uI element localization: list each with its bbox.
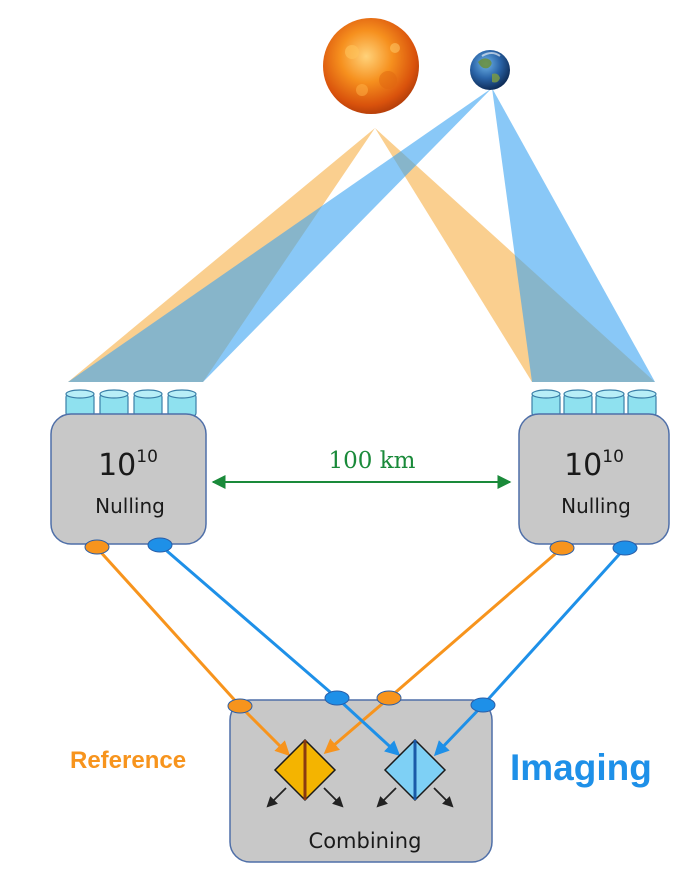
left-imaging-port: [147, 537, 173, 553]
telescope-icon: [167, 389, 197, 417]
telescope-icon: [595, 389, 625, 417]
imaging-output-right: [433, 787, 454, 808]
telescope-icon: [627, 389, 657, 417]
right-nulling-depth: 1010: [564, 447, 624, 483]
left-imaging-beam: [159, 543, 338, 700]
imaging-output-left: [376, 787, 397, 808]
combining-unit: Combining: [229, 699, 493, 863]
combiner-imaging-port-right: [470, 697, 496, 713]
right-imaging-beam: [481, 546, 627, 707]
reference-output-right: [323, 787, 344, 808]
baseline-label: 100 km: [329, 448, 416, 474]
combiner-reference-port-left: [227, 698, 253, 714]
telescope-icon: [531, 389, 561, 417]
telescope-icon: [563, 389, 593, 417]
light-cones: [68, 88, 655, 382]
left-depth-exponent: 10: [136, 447, 158, 467]
combining-label: Combining: [309, 829, 422, 853]
reference-beam-splitter: [266, 738, 344, 808]
right-imaging-feed: [433, 703, 485, 757]
planet-cone-right: [492, 88, 655, 382]
beam-paths: [95, 543, 627, 757]
reference-label: Reference: [70, 747, 186, 774]
star-cone-left: [68, 128, 375, 382]
combiner-imaging-port-left: [324, 690, 350, 706]
right-telescope-array: [531, 389, 657, 417]
left-nulling-label: Nulling: [95, 494, 165, 518]
reference-output-left: [266, 787, 287, 808]
telescope-icon: [65, 389, 95, 417]
left-reference-feed: [238, 704, 291, 757]
telescope-icon: [99, 389, 129, 417]
left-nulling-depth: 1010: [98, 447, 158, 483]
planet-cone-left: [68, 88, 492, 382]
left-reference-port: [84, 539, 110, 555]
output-ports: [84, 537, 638, 714]
imaging-label: Imaging: [510, 747, 652, 788]
right-depth-base: 10: [564, 448, 602, 483]
right-reference-feed: [323, 696, 390, 754]
imaging-beam-splitter: [376, 738, 454, 808]
right-reference-beam: [388, 546, 563, 700]
combiner-reference-port-right: [376, 690, 402, 706]
left-telescope-array: [65, 389, 197, 417]
telescope-icon: [133, 389, 163, 417]
right-nulling-unit: 1010 Nulling: [518, 413, 670, 545]
left-imaging-feed: [335, 696, 401, 757]
left-depth-base: 10: [98, 448, 136, 483]
right-imaging-port: [612, 540, 638, 556]
right-depth-exponent: 10: [602, 447, 624, 467]
left-nulling-unit: 1010 Nulling: [50, 413, 207, 545]
right-reference-port: [549, 540, 575, 556]
earth-icon: [470, 50, 510, 90]
left-reference-beam: [95, 546, 242, 708]
sun-icon: [323, 18, 419, 114]
right-nulling-label: Nulling: [561, 494, 631, 518]
